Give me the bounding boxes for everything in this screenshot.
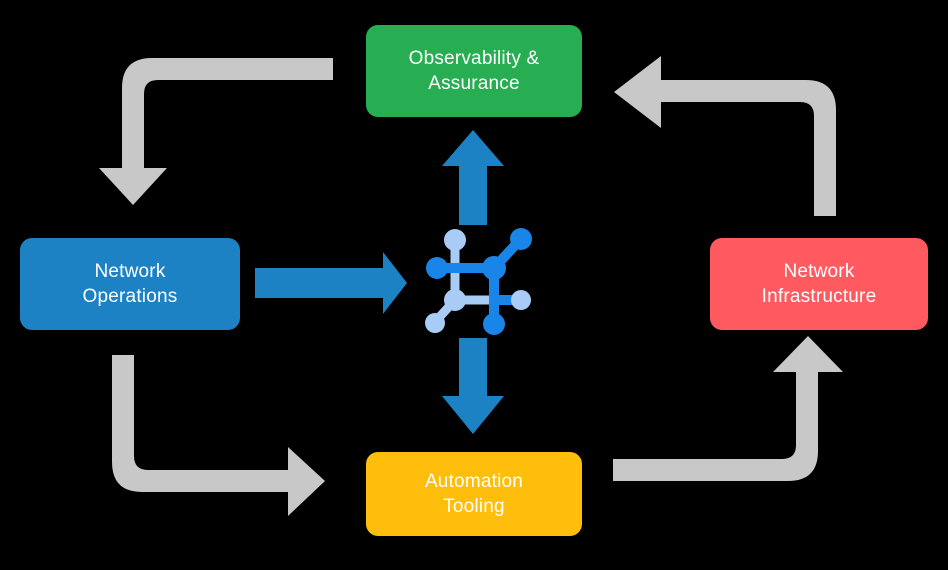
node-label-automation-tooling: Automation Tooling [424, 470, 524, 517]
arrow-center-to-observability [442, 130, 504, 225]
node-box-observability[interactable]: Observability & Assurance [366, 25, 582, 117]
arrow-infrastructure-to-observability [614, 56, 836, 216]
arrow-operations-to-automation [112, 355, 325, 516]
node-label-network-infrastructure: Network Infrastructure [761, 260, 877, 307]
node-box-network-operations[interactable]: Network Operations [20, 238, 240, 330]
network-icon-nodes [425, 228, 532, 335]
arrow-observability-to-operations [99, 58, 333, 205]
arrow-center-to-automation [442, 338, 504, 434]
network-icon-edges [430, 235, 526, 329]
arrow-operations-to-center [255, 252, 407, 314]
arrow-automation-to-infrastructure [613, 336, 843, 481]
node-box-automation-tooling[interactable]: Automation Tooling [366, 452, 582, 536]
node-label-network-operations: Network Operations [82, 260, 178, 307]
node-label-observability: Observability & Assurance [408, 47, 540, 94]
node-box-network-infrastructure[interactable]: Network Infrastructure [710, 238, 928, 330]
